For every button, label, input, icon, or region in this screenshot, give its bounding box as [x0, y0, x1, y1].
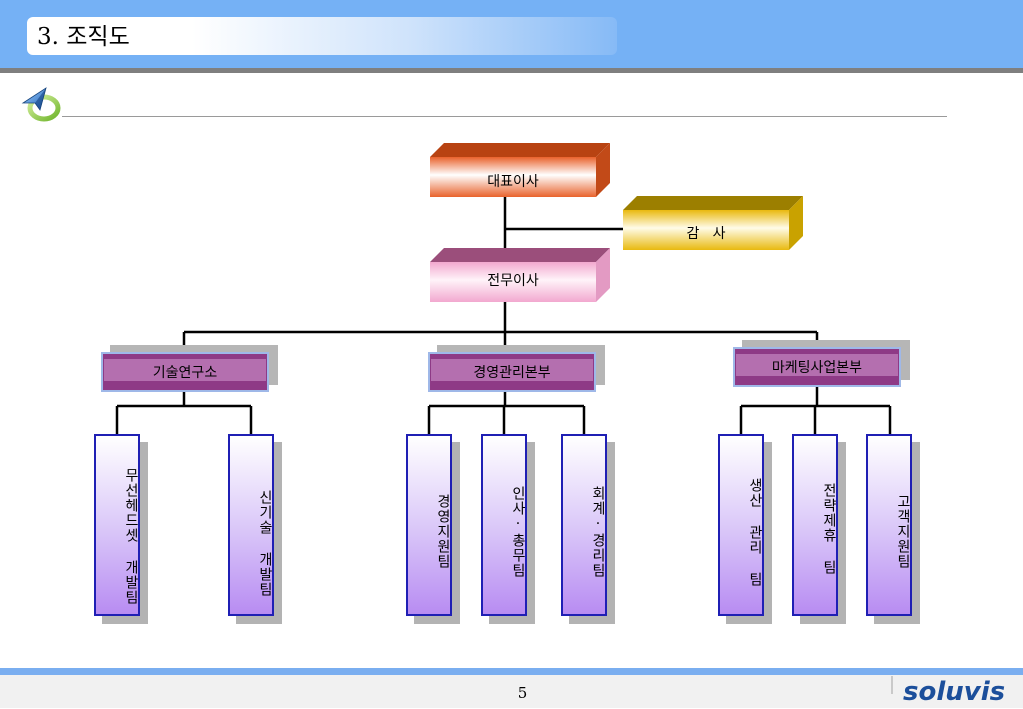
footer-rule [0, 668, 1023, 675]
division-box-marketing [733, 340, 910, 387]
team-box-newtech [228, 434, 274, 616]
logo-separator [891, 676, 893, 694]
team-box-hr [481, 434, 527, 616]
page-title: 3. 조직도 [37, 24, 130, 50]
team-box-production [718, 434, 764, 616]
title-box [27, 17, 617, 55]
director-label: 전무이사 [487, 273, 539, 289]
team-label-mgmt-support: 경영지원팀 [435, 493, 451, 569]
team-label-hr: 인사·총무팀 [510, 486, 526, 578]
team-label-newtech: 신기술 개발팀 [257, 489, 273, 597]
team-label-strategy: 전략제휴 팀 [821, 483, 837, 575]
team-box-customer [866, 434, 912, 616]
division-label-management: 경영관리본부 [473, 365, 551, 381]
page-number: 5 [517, 684, 528, 702]
team-box-headset [94, 434, 140, 616]
footer-bar [0, 675, 1023, 708]
auditor-box [623, 196, 803, 250]
division-box-rnd [101, 345, 278, 392]
section-rule [62, 116, 947, 117]
division-label-rnd: 기술연구소 [152, 365, 218, 381]
team-label-headset: 무선헤드셋 개발팀 [123, 467, 139, 605]
ceo-box [430, 143, 610, 197]
auditor-label: 감 사 [686, 226, 726, 242]
company-logo: soluvis [903, 677, 1006, 707]
team-box-strategy [792, 434, 838, 616]
director-box [430, 248, 610, 302]
division-box-management [428, 345, 605, 392]
team-label-production: 생산 관리 팀 [747, 477, 763, 587]
team-label-customer: 고객지원팀 [895, 493, 911, 569]
header-underline [0, 68, 1023, 73]
ceo-label: 대표이사 [487, 174, 539, 190]
division-label-marketing: 마케팅사업본부 [771, 360, 863, 376]
team-label-accounting: 회계·경리팀 [590, 486, 606, 578]
team-box-mgmt-support [406, 434, 452, 616]
arrow-swirl-icon [21, 87, 61, 122]
team-box-accounting [561, 434, 607, 616]
